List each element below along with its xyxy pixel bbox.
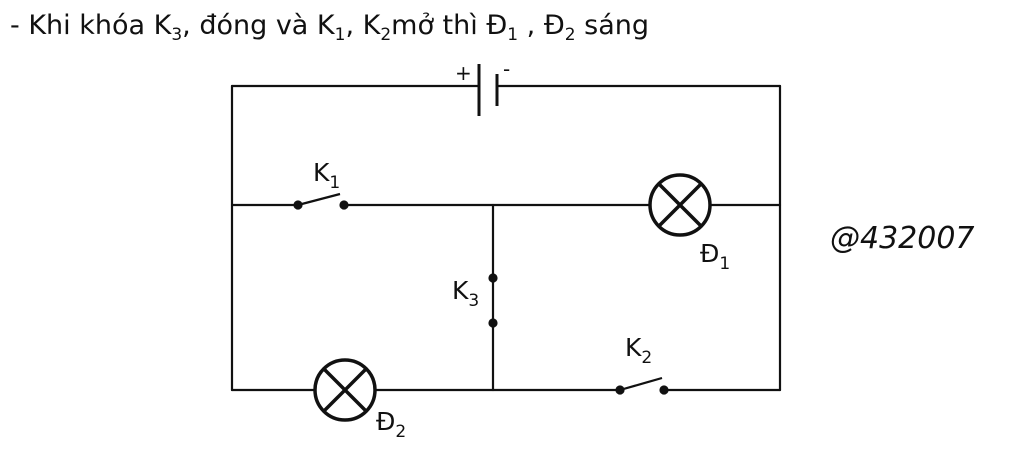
watermark-text: @432007: [830, 221, 975, 256]
d2-label: Đ2: [376, 407, 406, 442]
caption-k2-sub: 2: [380, 25, 392, 45]
caption-mid1: , đóng và K: [182, 10, 335, 41]
battery-plus-label: +: [455, 61, 472, 85]
lamp-d2: [313, 358, 377, 422]
battery-symbol: [477, 64, 499, 116]
caption-suffix: sáng: [575, 10, 650, 41]
battery-minus-label: -: [503, 57, 510, 81]
caption-mid3: , Đ: [518, 10, 565, 41]
switch-k1: [293, 192, 349, 210]
d1-label: Đ1: [700, 239, 730, 274]
switch-k2: [615, 376, 669, 395]
caption-d2-sub: 2: [564, 25, 576, 45]
caption-k3-sub: 3: [171, 25, 183, 45]
k2-label: K2: [625, 333, 652, 368]
caption-comma: , K: [345, 10, 381, 41]
caption-k1-sub: 1: [334, 25, 346, 45]
k3-label: K3: [452, 276, 479, 311]
switch-k3: [488, 273, 498, 328]
lamp-d1: [648, 173, 712, 237]
k1-label: K1: [313, 158, 340, 193]
caption-mid2: mở thì Đ: [391, 10, 508, 41]
caption-d1-sub: 1: [507, 25, 519, 45]
caption-prefix: - Khi khóa K: [10, 10, 172, 41]
caption: - Khi khóa K3, đóng và K1, K2mở thì Đ1 ,…: [10, 8, 649, 44]
